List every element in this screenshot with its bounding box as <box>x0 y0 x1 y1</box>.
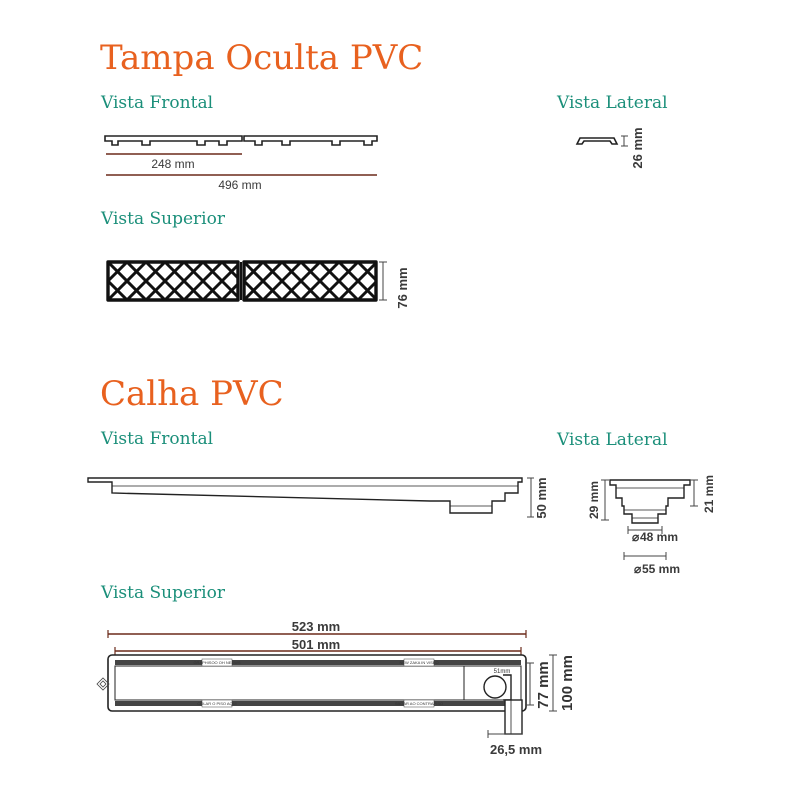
channel-side-view <box>601 479 698 560</box>
channel-top-dimensions: 523 mm 501 mm <box>107 619 527 655</box>
lattice-bar <box>318 260 360 302</box>
lattice-bar <box>182 260 224 302</box>
channel-dim-outlet-offset: 26,5 mm <box>490 742 542 757</box>
cover-side-view-label: Vista Lateral <box>557 93 668 113</box>
lattice-bar <box>261 260 303 302</box>
channel-dim-outlet-inner: 48 mm <box>640 530 678 544</box>
lattice-bar <box>220 260 240 280</box>
cover-top-dimension: 76 mm <box>379 261 410 309</box>
cover-dim-width: 76 mm <box>395 267 410 308</box>
channel-dim-outlet-inner-symbol: ⌀ <box>632 530 640 544</box>
lattice-bar <box>337 261 378 302</box>
cover-lattice <box>106 260 378 302</box>
channel-label-bottom-right: SBOAR AO CONTRAPISO <box>395 701 443 706</box>
lattice-bar <box>201 260 240 299</box>
channel-side-view-label: Vista Lateral <box>557 430 668 450</box>
channel-front-view-label: Vista Frontal <box>101 429 214 449</box>
cover-front-view-label: Vista Frontal <box>101 93 214 113</box>
lattice-bar <box>220 282 240 302</box>
cover-dim-total-length: 496 mm <box>218 178 261 192</box>
lattice-bar <box>125 260 167 302</box>
lattice-bar <box>280 260 322 302</box>
channel-label-top-left: GRAPHISOO OH NEEWS <box>193 660 240 665</box>
cover-dim-half-length: 248 mm <box>151 157 194 171</box>
cover-front-view <box>104 135 378 146</box>
cover-side-view <box>575 135 628 147</box>
channel-label-bottom-left: COLAR O PISO AQUI <box>197 701 236 706</box>
channel-top-view-label: Vista Superior <box>101 583 225 603</box>
channel-dim-inner-width: 77 mm <box>535 661 552 709</box>
cover-top-view-label: Vista Superior <box>101 209 225 229</box>
channel-dim-inner-length: 501 mm <box>292 637 340 652</box>
lattice-bar <box>144 260 186 302</box>
channel-dim-side-right-height: 21 mm <box>702 475 716 513</box>
channel-title: Calha PVC <box>100 374 284 414</box>
lattice-bar <box>106 260 148 302</box>
channel-dim-outer-width: 100 mm <box>559 655 576 711</box>
channel-top-view <box>96 654 527 738</box>
channel-width-dimensions <box>526 654 557 712</box>
cover-title: Tampa Oculta PVC <box>100 38 424 78</box>
cover-front-dimensions: 248 mm 496 mm <box>106 153 377 192</box>
lattice-bar <box>163 260 205 302</box>
channel-dim-outlet-outer-symbol: ⌀ <box>634 562 642 576</box>
channel-dim-front-height: 50 mm <box>534 477 549 518</box>
lattice-bar <box>242 260 284 302</box>
channel-dim-side-left-height: 29 mm <box>587 481 601 519</box>
channel-outlet <box>483 674 523 738</box>
channel-dim-outlet-outer: 55 mm <box>642 562 680 576</box>
channel-dim-total-length: 523 mm <box>292 619 340 634</box>
lattice-bar <box>201 263 240 302</box>
channel-label-top-right: NEW ZAKA IN VISEO <box>399 660 438 665</box>
cover-top-view <box>106 260 378 302</box>
lattice-bar <box>356 280 378 302</box>
lattice-bar <box>299 260 341 302</box>
channel-front-view <box>87 477 534 518</box>
channel-dim-outlet-diameter: 51mm <box>494 669 511 675</box>
channel-logo-icon <box>96 677 110 691</box>
lattice-bar <box>356 260 378 282</box>
cover-dim-side-height: 26 mm <box>630 127 645 168</box>
